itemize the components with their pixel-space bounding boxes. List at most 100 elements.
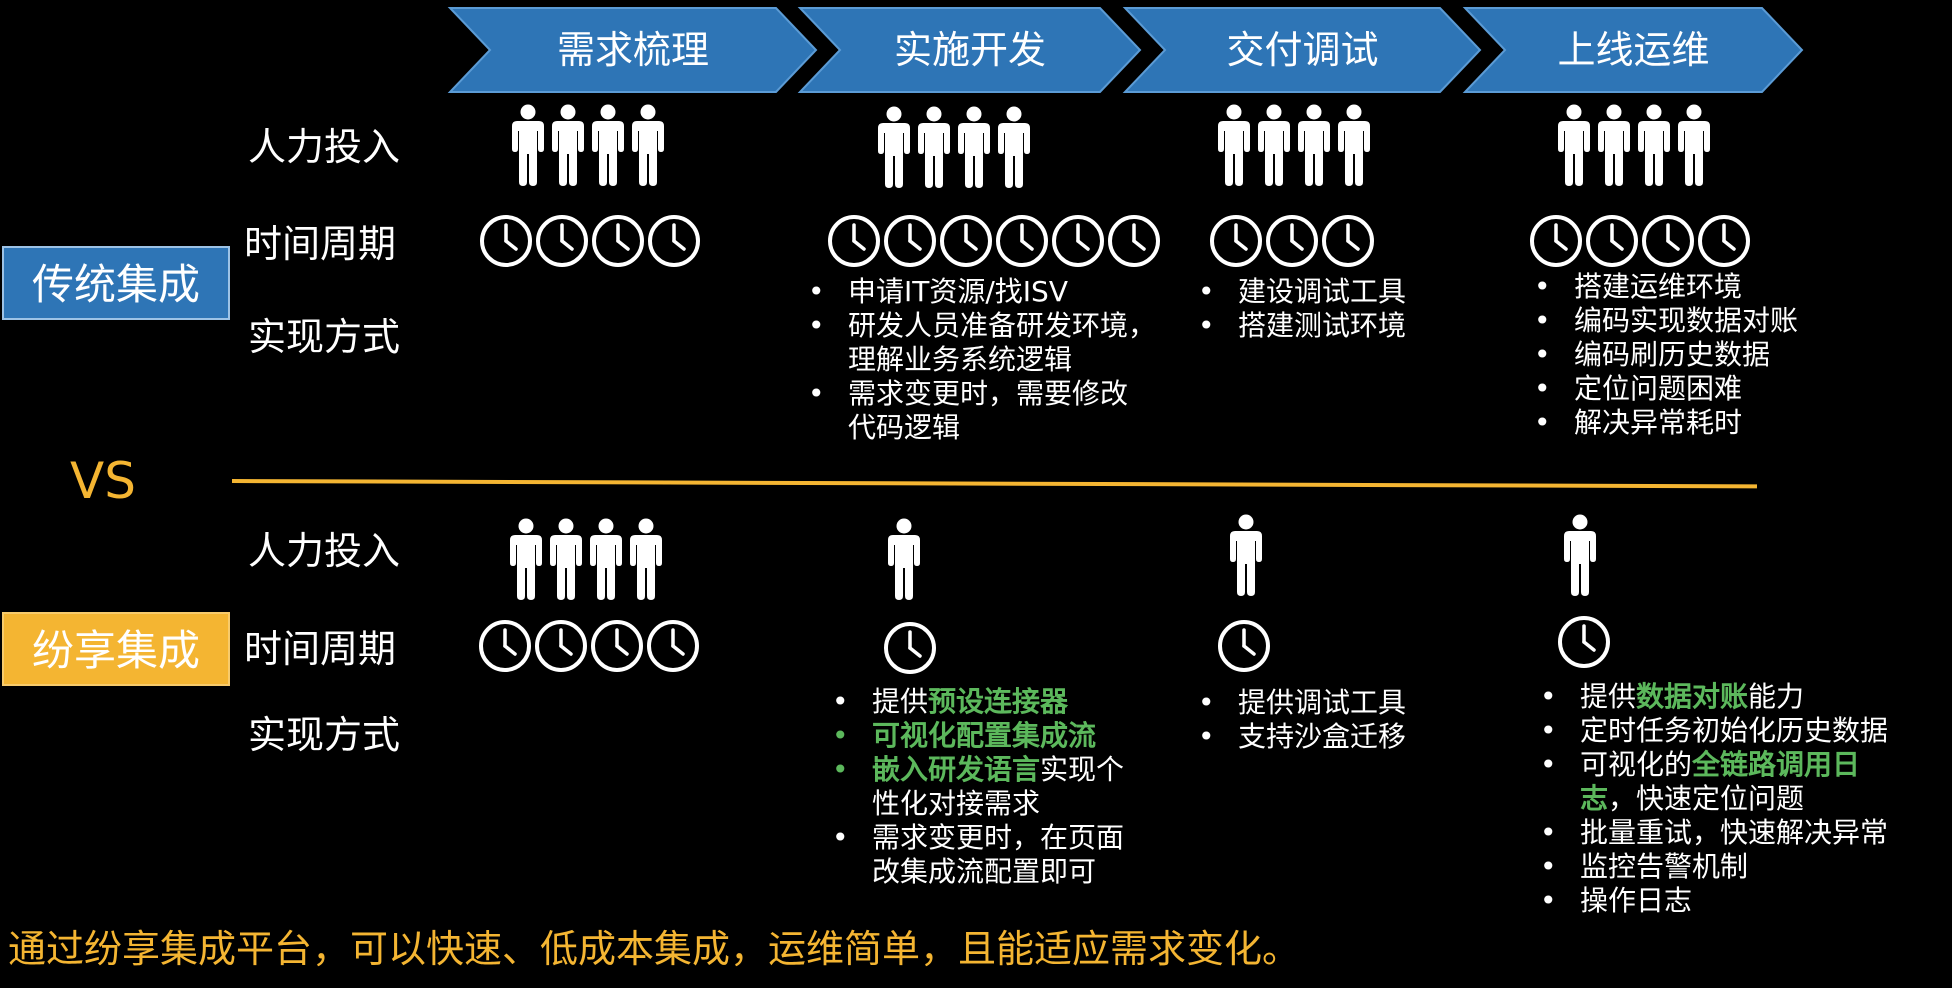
period-icon-group [882,620,938,676]
clock-icon [647,620,699,672]
trad-method-label: 实现方式 [248,315,401,359]
clock-icon [1108,215,1160,267]
clock-icon [1530,215,1582,267]
method-item: 需求变更时，在页面改集成流配置即可 [832,821,1142,889]
vs-label: VS [70,452,136,510]
method-item: 提供数据对账能力 [1540,680,1930,714]
clock-icon [940,215,992,267]
method-item: 搭建测试环境 [1198,309,1498,343]
person-icon [510,518,542,600]
period-icon-group [478,213,702,269]
method-item: 批量重试，快速解决异常 [1540,816,1930,850]
stage-label-4: 上线运维 [1557,28,1710,72]
manpower-icon-group [506,518,666,600]
person-icon [918,106,950,188]
method-item: 建设调试工具 [1198,275,1498,309]
method-item: 可视化配置集成流 [832,719,1142,753]
manpower-icon-group [1554,104,1714,186]
person-icon [512,104,544,186]
person-icon [1558,104,1590,186]
trad-period-label: 时间周期 [244,222,397,266]
traditional-label: 传统集成 [2,246,230,320]
clock-icon [1218,620,1270,672]
clock-icon [828,215,880,267]
clock-icon [479,620,531,672]
person-icon [1218,104,1250,186]
person-icon [1338,104,1370,186]
clock-icon [1266,215,1318,267]
period-icon-group [477,618,701,674]
trad-methods-ops: 搭建运维环境 编码实现数据对账 编码刷历史数据 定位问题困难 解决异常耗时 [1534,270,1874,440]
person-icon [958,106,990,188]
clock-icon [536,215,588,267]
person-icon [1564,514,1596,596]
method-item: 编码实现数据对账 [1534,304,1874,338]
clock-icon [884,215,936,267]
method-item: 定位问题困难 [1534,372,1874,406]
method-item: 需求变更时，需要修改代码逻辑 [808,377,1148,445]
share-methods-ops: 提供数据对账能力 定时任务初始化历史数据 可视化的全链路调用日志，快速定位问题 … [1540,680,1930,918]
person-icon [998,106,1030,188]
conclusion-text: 通过纷享集成平台，可以快速、低成本集成，运维简单，且能适应需求变化。 [8,927,1301,971]
clock-icon [1642,215,1694,267]
share-method-label: 实现方式 [248,713,401,757]
trad-methods-dev: 申请IT资源/找ISV 研发人员准备研发环境，理解业务系统逻辑 需求变更时，需要… [808,275,1168,445]
method-item: 监控告警机制 [1540,850,1930,884]
chevron-stage-3 [1122,7,1482,93]
person-icon [878,106,910,188]
clock-icon [1558,616,1610,668]
chevron-stage-2 [797,7,1142,93]
stage-label-3: 交付调试 [1226,28,1379,72]
clock-icon [1586,215,1638,267]
trad-manpower-label: 人力投入 [248,125,401,169]
clock-icon [591,620,643,672]
method-item: 定时任务初始化历史数据 [1540,714,1930,748]
share-label: 纷享集成 [2,612,230,686]
share-methods-dev: 提供预设连接器 可视化配置集成流 嵌入研发语言实现个性化对接需求 需求变更时，在… [832,685,1142,889]
clock-icon [535,620,587,672]
clock-icon [648,215,700,267]
clock-icon [1322,215,1374,267]
manpower-icon-group [874,106,1034,188]
method-item: 申请IT资源/找ISV [808,275,1168,309]
share-manpower-label: 人力投入 [248,529,401,573]
person-icon [592,104,624,186]
method-item: 操作日志 [1540,884,1930,918]
method-item: 提供预设连接器 [832,685,1142,719]
person-icon [1638,104,1670,186]
period-icon-group [1528,213,1752,269]
method-item: 可视化的全链路调用日志，快速定位问题 [1540,748,1910,816]
person-icon [888,518,920,600]
stage-label-1: 需求梳理 [556,28,709,72]
method-item: 解决异常耗时 [1534,406,1874,440]
person-icon [1230,514,1262,596]
trad-methods-debug: 建设调试工具 搭建测试环境 [1198,275,1498,343]
clock-icon [1698,215,1750,267]
stage-label-2: 实施开发 [893,28,1046,72]
period-icon-group [826,213,1162,269]
clock-icon [884,622,936,674]
person-icon [1678,104,1710,186]
method-item: 嵌入研发语言实现个性化对接需求 [832,753,1142,821]
person-icon [590,518,622,600]
method-item: 提供调试工具 [1198,686,1498,720]
clock-icon [1210,215,1262,267]
method-item: 编码刷历史数据 [1534,338,1874,372]
manpower-icon-group [1226,514,1266,596]
method-item: 研发人员准备研发环境，理解业务系统逻辑 [808,309,1168,377]
clock-icon [592,215,644,267]
person-icon [632,104,664,186]
chevron-stage-1 [447,7,818,93]
person-icon [1298,104,1330,186]
clock-icon [996,215,1048,267]
person-icon [552,104,584,186]
manpower-icon-group [508,104,668,186]
divider-line [231,479,1757,489]
person-icon [1258,104,1290,186]
period-icon-group [1208,213,1376,269]
manpower-icon-group [1560,514,1600,596]
method-item: 搭建运维环境 [1534,270,1874,304]
person-icon [1598,104,1630,186]
clock-icon [480,215,532,267]
person-icon [630,518,662,600]
